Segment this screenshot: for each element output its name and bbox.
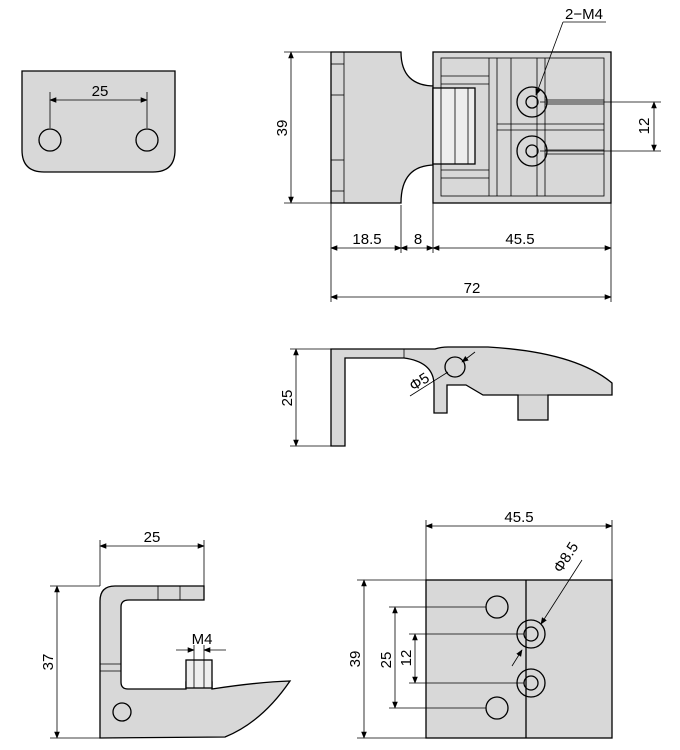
dim-text-plate-inner: 12 — [398, 650, 415, 667]
m4-hole-top — [525, 95, 539, 109]
leader-line-phi85 — [540, 559, 583, 625]
dim-text-thread: 2−M4 — [565, 6, 603, 23]
dim-text-plate-outer: 25 — [378, 652, 395, 669]
pivot-hole — [444, 356, 466, 378]
dim-text-pivot: Φ5 — [406, 370, 432, 395]
hinge-side-view: Φ5 25 — [279, 346, 613, 447]
left-leaf — [330, 51, 436, 204]
mounting-hole-right — [135, 128, 159, 152]
dim-text-plate-height: 39 — [347, 651, 364, 668]
dim-text-seg-a: 18.5 — [352, 231, 381, 248]
bracket-profile — [99, 585, 292, 739]
dim-text-seg-b: 8 — [414, 231, 422, 248]
dim-text-total: 72 — [464, 280, 481, 297]
plate-front-view: 45.5 39 25 12 Φ8.5 — [347, 509, 613, 739]
dim-text-side-height: 25 — [279, 390, 296, 407]
dim-text-pitch: 12 — [636, 118, 653, 135]
dim-text-bracket-width: 25 — [144, 529, 161, 546]
dim-text-bracket-thread: M4 — [192, 631, 213, 648]
mounting-hole-left — [38, 128, 62, 152]
dim-text-seg-c: 45.5 — [505, 231, 534, 248]
dim-text-plate-hole: Φ8.5 — [550, 539, 582, 576]
m4-hole-bottom — [525, 144, 539, 158]
bracket-hole — [112, 702, 132, 722]
dim-text-spacing: 25 — [92, 83, 109, 100]
plate-outline — [425, 579, 613, 739]
leader-line — [535, 21, 564, 96]
bracket-view: 25 37 M4 — [40, 529, 292, 739]
m4-stud — [185, 659, 213, 689]
mounting-plate-view: 25 — [21, 70, 176, 173]
side-profile — [330, 346, 613, 447]
hinge-top-view: 2−M4 39 12 18.5 8 45.5 72 — [274, 6, 661, 302]
dim-text-height: 39 — [274, 120, 291, 137]
dim-text-bracket-height: 37 — [40, 654, 57, 671]
mounting-plate-outline — [21, 70, 176, 173]
dim-text-plate-width: 45.5 — [504, 509, 533, 526]
